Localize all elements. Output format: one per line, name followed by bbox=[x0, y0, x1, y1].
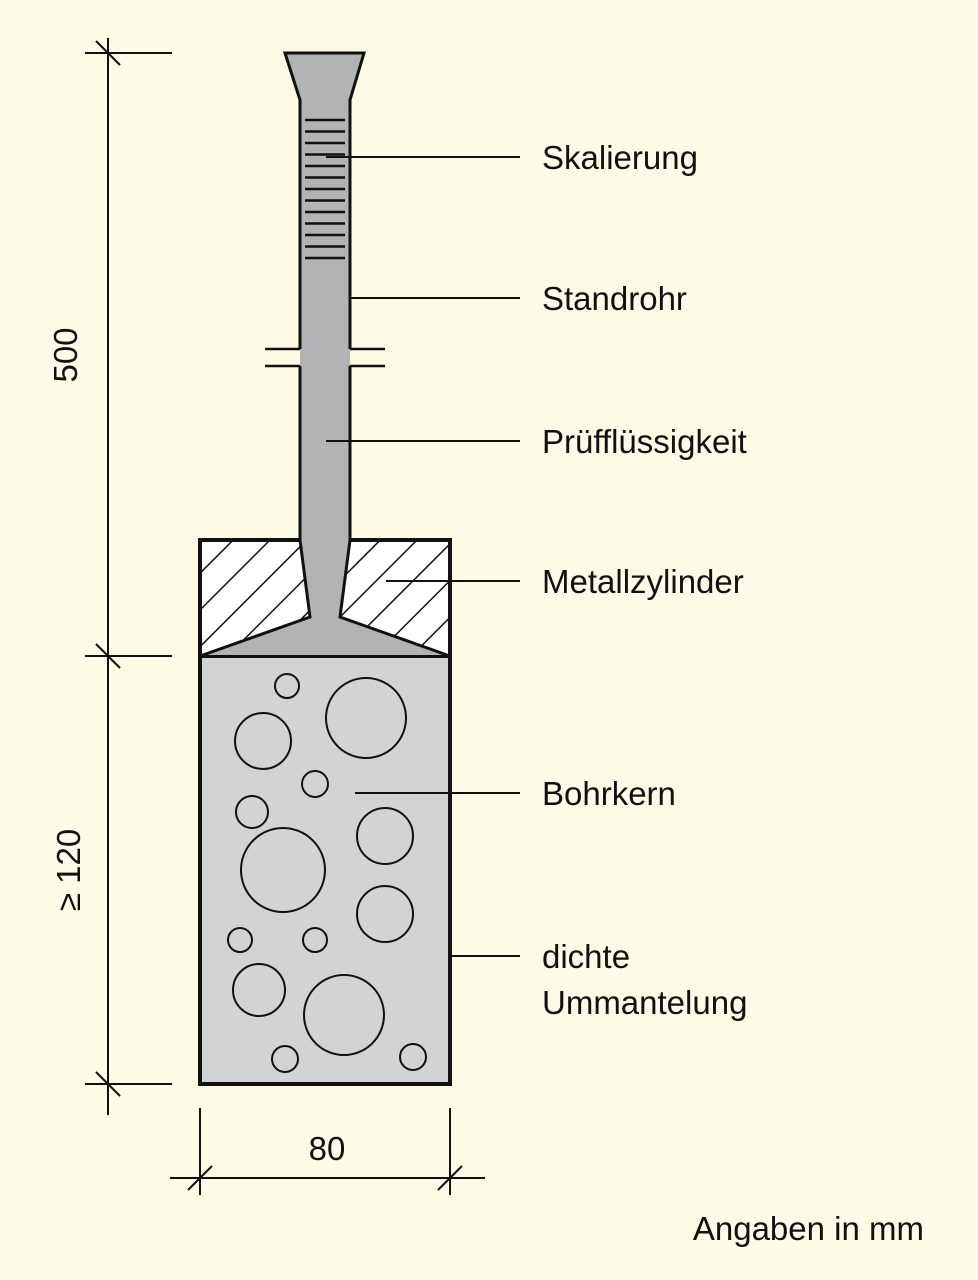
aggregate bbox=[301, 770, 329, 798]
aggregate bbox=[399, 1043, 427, 1071]
units-note: Angaben in mm bbox=[693, 1210, 924, 1247]
dimension-lower-height: ≥ 120 bbox=[50, 829, 87, 911]
aggregate bbox=[303, 974, 385, 1056]
label-metal-cylinder: Metallzylinder bbox=[542, 563, 744, 600]
dimension-width: 80 bbox=[309, 1130, 346, 1167]
standpipe bbox=[203, 53, 447, 655]
label-core: Bohrkern bbox=[542, 775, 676, 812]
label-sealing-line1: dichte bbox=[542, 938, 630, 975]
aggregate bbox=[325, 677, 407, 759]
label-standpipe: Standrohr bbox=[542, 280, 687, 317]
leader-lines bbox=[326, 156, 520, 957]
vertical-dimension bbox=[85, 38, 172, 1115]
standpipe-outline bbox=[202, 51, 448, 657]
aggregate bbox=[274, 673, 300, 699]
aggregate bbox=[302, 927, 328, 953]
horizontal-dimension bbox=[170, 1108, 485, 1195]
aggregate bbox=[232, 963, 286, 1017]
dimension-upper-height: 500 bbox=[47, 327, 84, 382]
aggregate bbox=[356, 807, 414, 865]
label-scale: Skalierung bbox=[542, 139, 698, 176]
aggregate bbox=[271, 1045, 299, 1073]
aggregate bbox=[356, 885, 414, 943]
aggregate bbox=[240, 827, 326, 913]
scale-markings bbox=[305, 118, 345, 260]
aggregate bbox=[234, 712, 292, 770]
break-marks bbox=[265, 347, 385, 368]
label-test-fluid: Prüfflüssigkeit bbox=[542, 423, 747, 460]
aggregate-circles bbox=[227, 673, 427, 1073]
aggregate bbox=[235, 795, 269, 829]
label-sealing-line2: Ummantelung bbox=[542, 984, 747, 1021]
aggregate bbox=[227, 927, 253, 953]
